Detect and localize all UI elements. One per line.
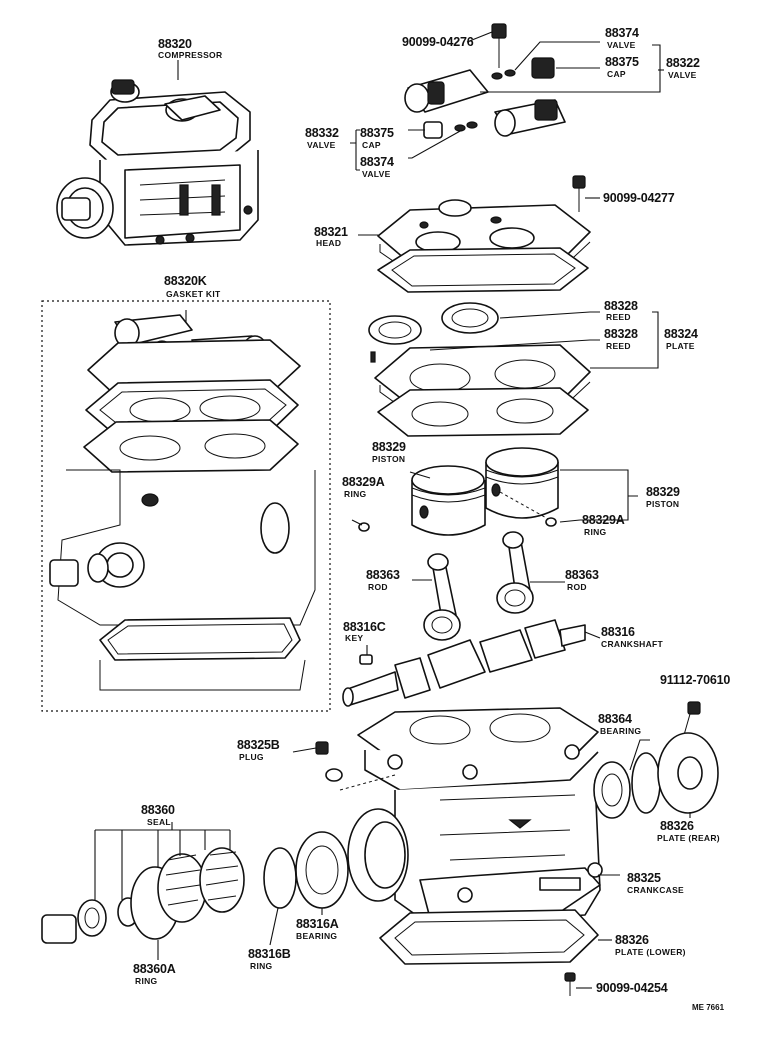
label-88329a-right-name: RING [584,527,607,537]
label-88326-rear-number: 88326 [660,819,694,833]
label-88363-left-name: ROD [368,582,388,592]
label-88324-name: PLATE [666,341,695,351]
label-88360a-name: RING [135,976,158,986]
label-88364-name: BEARING [600,726,641,736]
label-88329-top-name: PISTON [372,454,405,464]
label-88363-left-number: 88363 [366,568,400,582]
label-90099-04277: 90099-04277 [603,191,675,205]
crankshaft-drawing [342,619,586,707]
label-88320-number: 88320 [158,37,192,51]
cylinder-head-drawing [368,199,591,437]
label-88316c-name: KEY [345,633,363,643]
label-88328-b-number: 88328 [604,327,638,341]
label-88328-a-name: REED [606,312,631,322]
label-88325b-number: 88325B [237,738,280,752]
label-88374-top-number: 88374 [605,26,639,40]
label-88328-b-name: REED [606,341,631,351]
label-91112-70610: 91112-70610 [660,673,730,687]
label-88374-top-name: VALVE [607,40,636,50]
label-88375-top-number: 88375 [605,55,639,69]
label-88360a-number: 88360A [133,962,176,976]
label-88322-number: 88322 [666,56,700,70]
label-88328-a-number: 88328 [604,299,638,313]
label-90099-04254: 90099-04254 [596,981,668,995]
label-88325b-name: PLUG [239,752,264,762]
label-88329-right-name: PISTON [646,499,679,509]
label-90099-04276: 90099-04276 [402,35,474,49]
label-88374-mid-number: 88374 [360,155,394,169]
label-88360-number: 88360 [141,803,175,817]
label-88332-number: 88332 [305,126,339,140]
label-88332-name: VALVE [307,140,336,150]
label-88329a-left-name: RING [344,489,367,499]
gasket-kit-group [41,300,331,712]
label-88326-lower-name: PLATE (LOWER) [615,947,686,957]
diagram-reference-code: ME 7661 [692,1003,725,1012]
leader-lines [94,31,691,989]
label-88316a-name: BEARING [296,931,337,941]
label-88374-mid-name: VALVE [362,169,391,179]
label-88320k-number: 88320K [164,274,207,288]
label-88329a-right-number: 88329A [582,513,625,527]
label-88325-name: CRANKCASE [627,885,684,895]
front-seal-drawing [41,831,349,944]
label-88321-number: 88321 [314,225,348,239]
label-88363-right-number: 88363 [565,568,599,582]
label-88316b-number: 88316B [248,947,291,961]
crankcase-drawing [339,707,603,996]
label-88360-name: SEAL [147,817,171,827]
label-88316c-number: 88316C [343,620,386,634]
label-88375-mid-name: CAP [362,140,381,150]
label-88316b-name: RING [250,961,273,971]
label-88329-right-number: 88329 [646,485,680,499]
label-88329-top-number: 88329 [372,440,406,454]
label-88320-name: COMPRESSOR [158,50,222,60]
label-88322-name: VALVE [668,70,697,80]
label-88329a-left-number: 88329A [342,475,385,489]
label-88316-number: 88316 [601,625,635,639]
piston-rod-drawing [358,447,559,641]
label-88375-top-name: CAP [607,69,626,79]
label-88316a-number: 88316A [296,917,339,931]
rear-parts-drawing [315,701,719,819]
label-88320k-name: GASKET KIT [166,289,221,299]
label-88326-lower-number: 88326 [615,933,649,947]
label-88363-right-name: ROD [567,582,587,592]
label-88325-number: 88325 [627,871,661,885]
label-88324-number: 88324 [664,327,698,341]
label-88326-rear-name: PLATE (REAR) [657,833,720,843]
label-88321-name: HEAD [316,238,341,248]
label-88316-name: CRANKSHAFT [601,639,664,649]
compressor-assembly-drawing [56,79,259,246]
label-88364-number: 88364 [598,712,632,726]
label-88375-mid-number: 88375 [360,126,394,140]
valve-parts-drawing [404,23,586,212]
part-labels: 88320 COMPRESSOR 88320K GASKET KIT 90099… [133,26,731,1012]
